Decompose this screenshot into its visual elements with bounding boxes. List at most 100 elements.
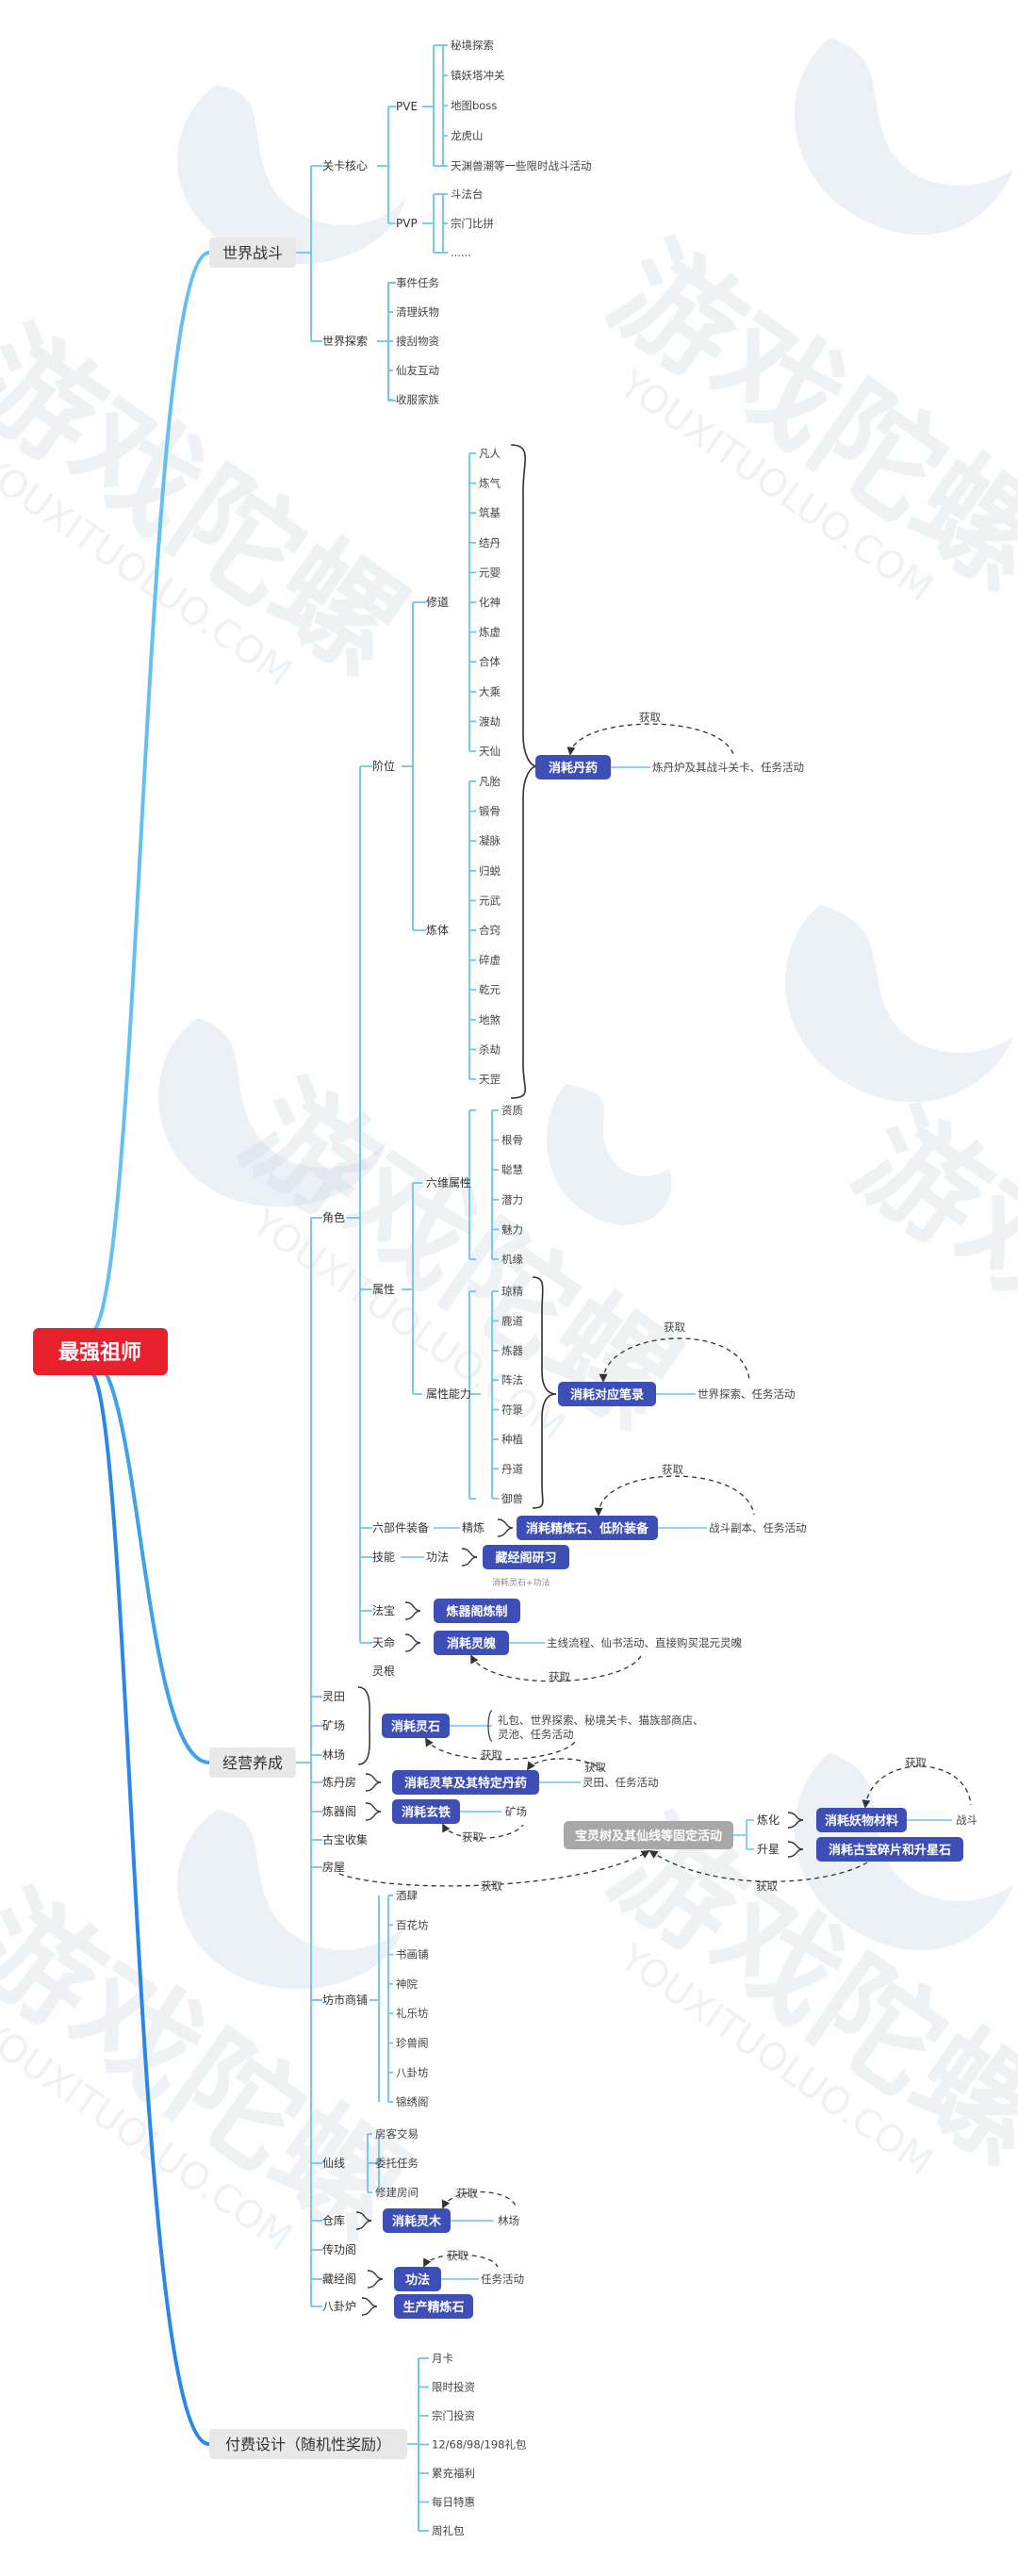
iron-cost-node[interactable]: 消耗玄铁 bbox=[392, 1799, 460, 1824]
frag-cost-node[interactable]: 消耗古宝碎片和升星石 bbox=[816, 1837, 963, 1862]
stage-brace bbox=[510, 444, 538, 1099]
explore-item: 事件任务 bbox=[396, 276, 439, 289]
skill-cost-node[interactable]: 藏经阁研习 bbox=[483, 1545, 569, 1569]
pve-item: 地图boss bbox=[451, 99, 497, 112]
xiudao-item: 渡劫 bbox=[479, 714, 501, 728]
root-label: 最强祖师 bbox=[58, 1340, 141, 1365]
role-gongfa: 功法 bbox=[426, 1551, 449, 1564]
herb-brace bbox=[365, 1773, 382, 1792]
fabao-cost-node[interactable]: 炼器阁炼制 bbox=[434, 1599, 520, 1623]
role-ability: 属性能力 bbox=[426, 1387, 471, 1401]
biz-battle: 战斗 bbox=[956, 1813, 977, 1827]
produce-node[interactable]: 生产精炼石 bbox=[394, 2294, 473, 2319]
explore-item: 清理妖物 bbox=[396, 305, 439, 319]
role-six-equip: 六部件装备 bbox=[372, 1520, 429, 1534]
pvp-item: ...... bbox=[451, 246, 471, 259]
iron-source: 矿场 bbox=[505, 1805, 527, 1818]
role-stage: 阶位 bbox=[372, 759, 395, 773]
lianti-item: 天罡 bbox=[479, 1073, 501, 1086]
six-item: 根骨 bbox=[501, 1134, 523, 1147]
equip-get-arrow bbox=[594, 1475, 755, 1517]
equip-get: 获取 bbox=[662, 1463, 683, 1476]
xiudao-item: 结丹 bbox=[479, 536, 501, 550]
role-refine: 精炼 bbox=[462, 1520, 484, 1534]
house-get: 获取 bbox=[481, 1879, 502, 1893]
root-node[interactable]: 最强祖师 bbox=[33, 1328, 168, 1375]
market-item: 八卦坊 bbox=[396, 2066, 429, 2079]
xiudao-item: 天仙 bbox=[479, 745, 501, 758]
tianming-cost-node[interactable]: 消耗灵魄 bbox=[434, 1631, 509, 1655]
herb-get: 获取 bbox=[584, 1761, 606, 1774]
treasure-tree-label: 宝灵树及其仙线等固定活动 bbox=[575, 1829, 722, 1844]
biz-xianxian: 仙线 bbox=[322, 2157, 345, 2170]
biz-baguazhu: 八卦炉 bbox=[322, 2300, 356, 2313]
gongfa-cost-node[interactable]: 功法 bbox=[394, 2267, 441, 2291]
iron-get-arrow bbox=[442, 1823, 524, 1839]
treasure-tree-node[interactable]: 宝灵树及其仙线等固定活动 bbox=[564, 1821, 733, 1849]
stone-cost-node[interactable]: 消耗灵石 bbox=[382, 1714, 450, 1738]
lianti-item: 杀劫 bbox=[479, 1042, 501, 1056]
lianti-item: 乾元 bbox=[479, 983, 501, 996]
biz-linchang: 林场 bbox=[322, 1748, 345, 1762]
biz-liandanfang: 炼丹房 bbox=[322, 1775, 356, 1789]
xiudao-item: 筑基 bbox=[479, 506, 501, 519]
ability-item: 阵法 bbox=[501, 1373, 523, 1386]
herb-cost-label: 消耗灵草及其特定丹药 bbox=[404, 1776, 527, 1791]
herb-cost-node[interactable]: 消耗灵草及其特定丹药 bbox=[392, 1770, 539, 1795]
branch-business[interactable]: 经营养成 bbox=[209, 1747, 296, 1778]
iron-cost-label: 消耗玄铁 bbox=[402, 1805, 451, 1820]
lianti-item: 地煞 bbox=[479, 1013, 501, 1026]
stage-cost-node[interactable]: 消耗丹药 bbox=[535, 755, 611, 779]
frag-get-arrow bbox=[649, 1850, 868, 1882]
stage-cost-label: 消耗丹药 bbox=[549, 761, 598, 776]
role-fabao: 法宝 bbox=[372, 1604, 395, 1617]
branch-pay[interactable]: 付费设计（随机性奖励） bbox=[209, 2429, 407, 2459]
monster-cost-label: 消耗妖物材料 bbox=[825, 1813, 898, 1829]
branch-world[interactable]: 世界战斗 bbox=[209, 238, 296, 268]
role-lingen: 灵根 bbox=[372, 1665, 395, 1678]
six-item: 机缘 bbox=[501, 1253, 523, 1266]
ability-get-arrow bbox=[599, 1337, 750, 1383]
tianming-cost-label: 消耗灵魄 bbox=[447, 1636, 496, 1651]
xiudao-item: 凡人 bbox=[479, 447, 501, 460]
biz-lingtian: 灵田 bbox=[322, 1690, 345, 1703]
tianming-get: 获取 bbox=[549, 1670, 570, 1683]
six-item: 聪慧 bbox=[501, 1163, 523, 1176]
leaf-ticks bbox=[367, 44, 499, 2532]
pay-item: 宗门投资 bbox=[432, 2409, 475, 2422]
pvp-item: 宗门比拼 bbox=[451, 217, 494, 230]
lianti-item: 合窍 bbox=[479, 924, 501, 937]
branch-business-label: 经营养成 bbox=[222, 1754, 283, 1772]
stone-cost-label: 消耗灵石 bbox=[391, 1719, 440, 1734]
explore-item: 仙友互动 bbox=[396, 364, 439, 377]
branch-world-label: 世界战斗 bbox=[222, 244, 283, 262]
tianming-source: 主线流程、仙书活动、直接购买混元灵魄 bbox=[547, 1636, 742, 1649]
frag-get: 获取 bbox=[756, 1879, 778, 1893]
gongfa-source: 任务活动 bbox=[481, 2272, 524, 2286]
role-attr: 属性 bbox=[372, 1283, 395, 1296]
monster-cost-node[interactable]: 消耗妖物材料 bbox=[816, 1808, 907, 1832]
ability-brace bbox=[532, 1276, 557, 1509]
xianxian-item: 委托任务 bbox=[375, 2157, 419, 2170]
treasure-connectors bbox=[733, 1819, 754, 1850]
pve-item: 秘境探索 bbox=[451, 39, 494, 52]
frag-cost-label: 消耗古宝碎片和升星石 bbox=[829, 1843, 951, 1858]
xiudao-item: 元婴 bbox=[479, 566, 501, 579]
world-pve: PVE bbox=[396, 100, 418, 113]
biz-fangwu: 房屋 bbox=[322, 1860, 345, 1874]
wood-cost-node[interactable]: 消耗灵木 bbox=[383, 2208, 451, 2233]
equip-cost-node[interactable]: 消耗精炼石、低阶装备 bbox=[517, 1516, 658, 1540]
stage-get: 获取 bbox=[639, 711, 661, 724]
pvp-item: 斗法台 bbox=[451, 188, 484, 201]
ability-item: 丹道 bbox=[501, 1462, 523, 1475]
pve-item: 镇妖塔冲关 bbox=[451, 69, 505, 82]
pay-item: 周礼包 bbox=[432, 2524, 465, 2537]
stage-source: 炼丹炉及其战斗关卡、任务活动 bbox=[652, 761, 804, 774]
ability-item: 琼精 bbox=[501, 1285, 523, 1298]
wood-get: 获取 bbox=[456, 2187, 478, 2200]
ability-cost-node[interactable]: 消耗对应笔录 bbox=[558, 1382, 656, 1406]
market-item: 百花坊 bbox=[396, 1918, 429, 1931]
role-label: 角色 bbox=[322, 1211, 345, 1224]
